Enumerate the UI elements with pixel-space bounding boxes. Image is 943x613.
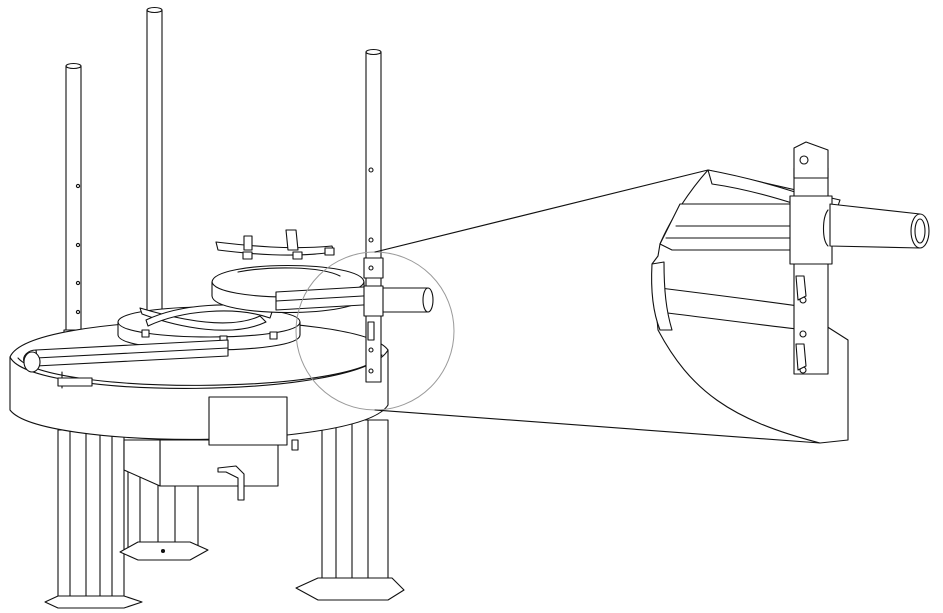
- pole-hole: [368, 237, 374, 243]
- arm-right-edge: [275, 294, 381, 302]
- pole-back-center: [146, 9, 163, 341]
- detail-post-top: [793, 141, 829, 179]
- saddle-tab: [324, 247, 335, 256]
- leader-line-bottom: [374, 409, 821, 444]
- vertical-poles: [63, 6, 163, 349]
- detail-hook: [795, 343, 807, 371]
- leader-line-top: [374, 169, 709, 253]
- detail-handle-cylinder: [829, 203, 921, 249]
- handle-cylinder: [379, 287, 429, 313]
- detail-handle-collar: [822, 209, 829, 247]
- pole-hole: [75, 242, 81, 248]
- saddle-tab: [292, 251, 303, 260]
- detail-hook: [795, 275, 807, 301]
- pole-right-group: [363, 48, 384, 383]
- foot-plate-right: [295, 577, 405, 601]
- detail-ring-end: [651, 261, 673, 331]
- pole-hook: [367, 321, 375, 341]
- pole-top: [65, 62, 82, 70]
- inner-ring: [117, 304, 301, 351]
- pole-hole: [75, 309, 81, 315]
- pole-hole: [368, 167, 374, 173]
- pole-top: [146, 6, 163, 14]
- inner-ring-edge: [117, 321, 301, 338]
- detail-hole: [799, 155, 809, 165]
- hopper-box: [123, 439, 279, 501]
- leg-right: [321, 419, 389, 597]
- detail-handle-inner: [914, 218, 926, 244]
- hopper-front: [159, 439, 279, 487]
- arm-left-edge: [35, 347, 229, 359]
- detail-arm: [659, 203, 801, 251]
- ring-tab: [269, 331, 278, 340]
- pole-clamp: [363, 285, 384, 317]
- saddle-clip: [243, 235, 253, 251]
- pole-hole: [75, 280, 81, 286]
- pole-hole: [368, 368, 374, 374]
- detail-leader-lines: [374, 169, 821, 444]
- detail-hole: [799, 330, 807, 338]
- detail-magnified-view: [651, 141, 930, 444]
- handle-cylinder-end: [422, 287, 434, 313]
- detail-post-clamp: [789, 195, 833, 265]
- main-assembly-view: [9, 6, 455, 609]
- hopper-side: [123, 439, 161, 487]
- saddle-bracket-upper: [215, 229, 335, 260]
- pole-hole: [368, 347, 374, 353]
- pole-top: [365, 48, 382, 56]
- foot-plate-front-left: [44, 595, 143, 609]
- saddle-tab: [242, 251, 253, 260]
- upper-ring-inner: [237, 267, 341, 277]
- ring-bracket: [291, 439, 299, 451]
- arm-left-cylinder: [23, 351, 41, 373]
- arm-right: [275, 285, 434, 313]
- arm-left-base-clip: [57, 377, 93, 387]
- cross-strap: [145, 304, 273, 327]
- leg-front-left: [57, 429, 125, 603]
- pole-hole: [75, 183, 81, 189]
- pole-left: [65, 65, 82, 349]
- ring-tab: [141, 329, 150, 338]
- cross-strap: [139, 307, 267, 331]
- outer-ring-rim: [17, 354, 383, 386]
- foot-hole: [160, 548, 166, 554]
- saddle-strap: [215, 241, 335, 256]
- saddle-clip: [285, 229, 299, 251]
- arm-left: [23, 339, 229, 389]
- strap-handle: [217, 465, 245, 501]
- pole-hole: [368, 265, 374, 271]
- ring-label-plate: [208, 396, 288, 446]
